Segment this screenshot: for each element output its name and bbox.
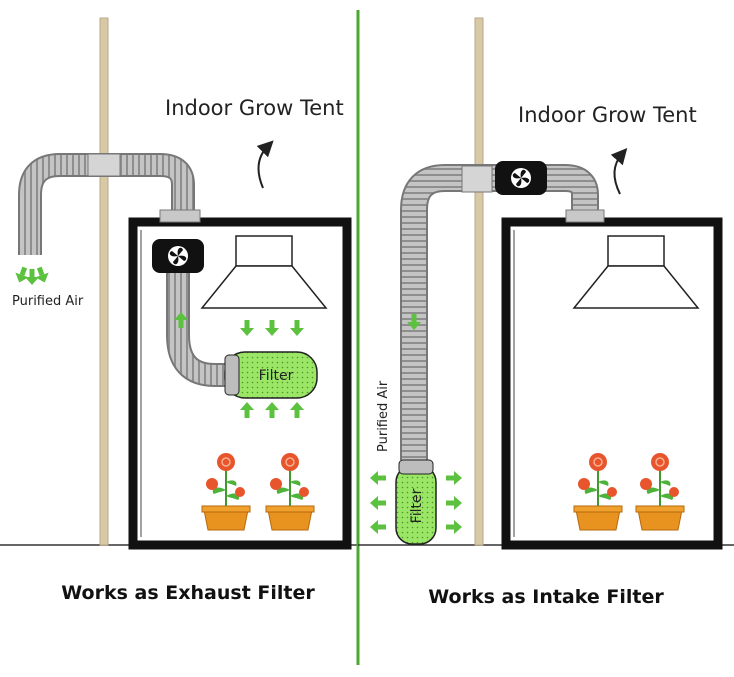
tent-title: Indoor Grow Tent <box>518 103 697 127</box>
filter-duct <box>168 273 235 385</box>
purified-air-label: Purified Air <box>376 380 391 452</box>
curved-arrow-icon <box>610 147 628 195</box>
caption: Works as Exhaust Filter <box>61 582 315 604</box>
right-panel: Purified Air Filter Indoor Grow Tent Wor… <box>358 17 734 608</box>
purified-air-label: Purified Air <box>12 294 84 309</box>
filter-label: Filter <box>409 488 425 523</box>
filter-label: Filter <box>259 368 294 384</box>
wall-pole <box>474 17 484 546</box>
tent-title: Indoor Grow Tent <box>165 96 344 120</box>
filter-flange <box>224 354 240 396</box>
wall-collar <box>87 153 121 177</box>
tent-port <box>565 209 605 223</box>
fan-icon <box>152 239 204 273</box>
airflow-arrows-right <box>446 471 462 534</box>
tent-port <box>159 209 201 223</box>
airflow-arrows-left <box>370 471 386 534</box>
curved-arrow-icon <box>256 140 274 189</box>
fan-icon <box>495 161 547 195</box>
wall-pole <box>99 17 109 546</box>
caption: Works as Intake Filter <box>428 586 664 608</box>
filter-flange <box>398 459 434 475</box>
left-panel: Filter Purified Air Indoor Grow Tent Wo <box>0 17 358 604</box>
wall-collar <box>461 165 493 193</box>
purified-air-arrows <box>12 265 52 285</box>
